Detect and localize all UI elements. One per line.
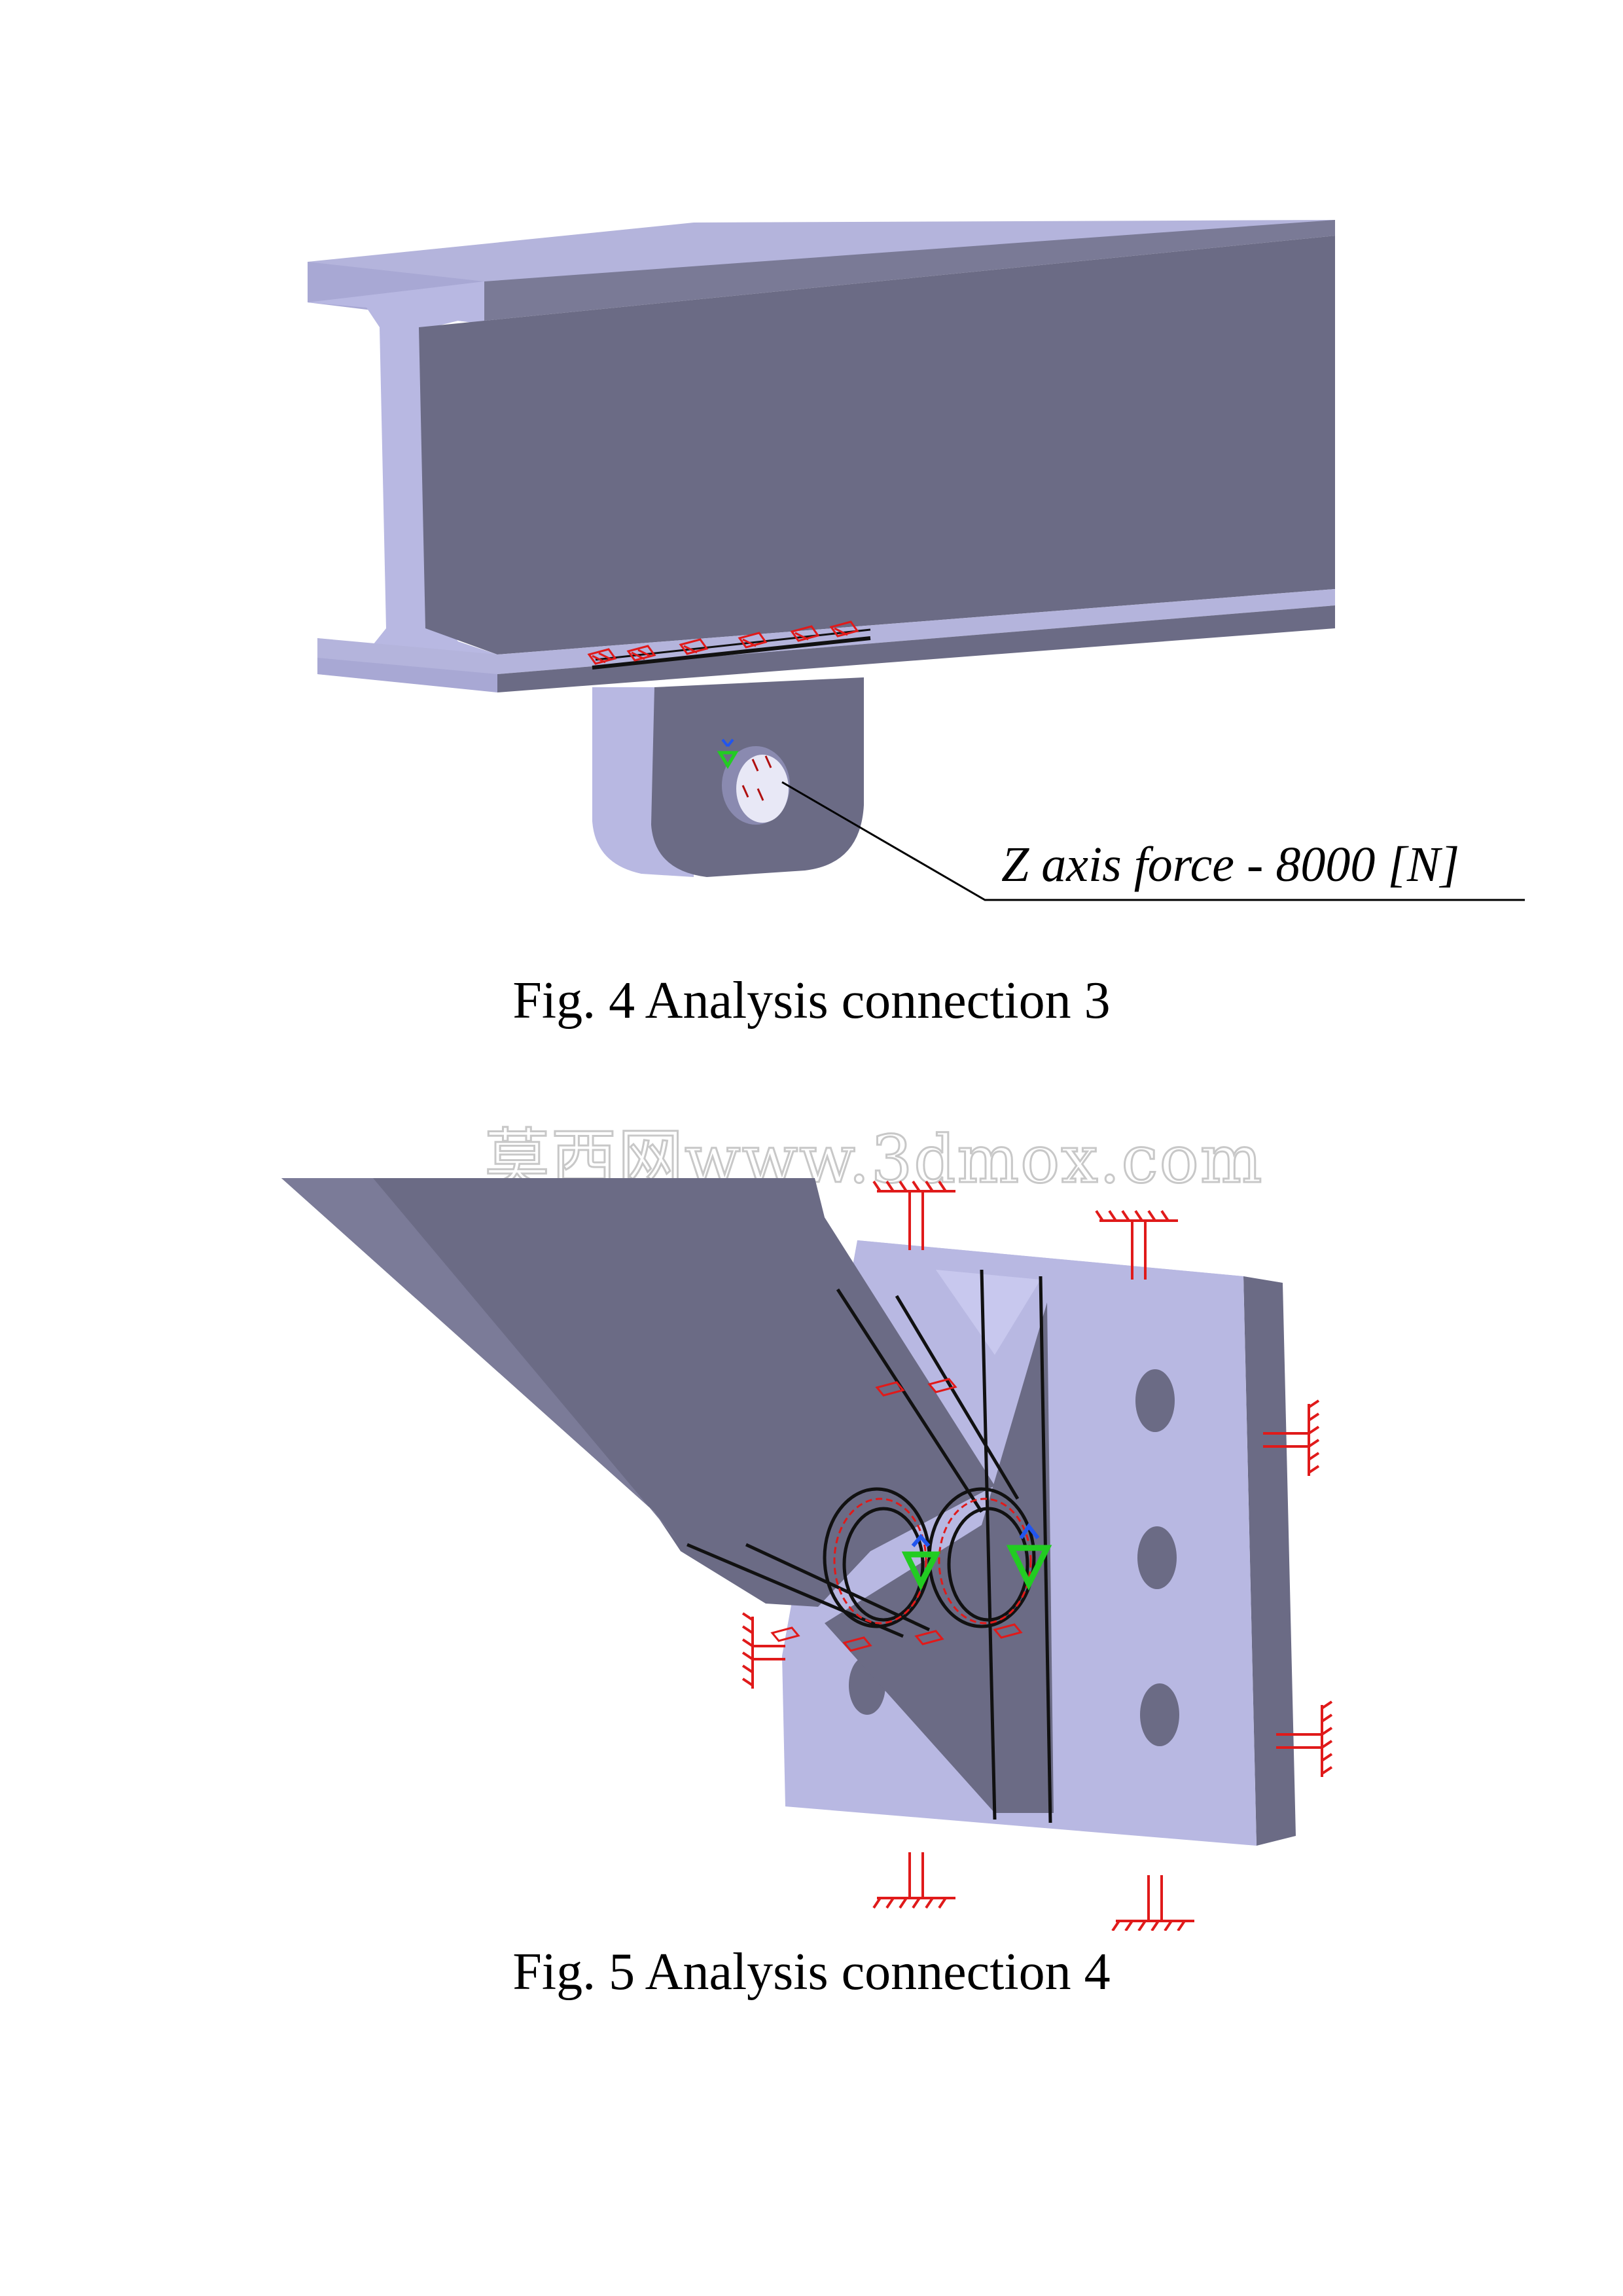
weld-line: [592, 636, 871, 670]
restraint-symbols: [587, 620, 859, 665]
beam-web: [419, 236, 1335, 655]
i-beam-lug-model: [308, 220, 1525, 901]
figure-4-illustration: Z axis force - 8000 [N]: [0, 0, 1623, 969]
bolt-hole: [1135, 1369, 1175, 1432]
annotation-leader: [781, 781, 1525, 901]
force-annotation: Z axis force - 8000 [N]: [1001, 837, 1460, 892]
bracket-plate-model: [281, 1178, 1333, 1932]
base-plate-side: [1243, 1276, 1296, 1846]
bolt-hole: [1140, 1683, 1179, 1746]
figure-4-caption: Fig. 4 Analysis connection 3: [512, 972, 1111, 1030]
figure-5-caption: Fig. 5 Analysis connection 4: [512, 1943, 1111, 2001]
load-markers: [901, 1545, 1052, 1591]
force-markers: [717, 738, 772, 801]
beam-end-section: [308, 281, 497, 691]
bolt-hole: [1137, 1526, 1177, 1589]
lug-hole: [736, 755, 789, 823]
figure-5-illustration: [0, 1080, 1623, 1932]
ground-restraints: [741, 1180, 1333, 1932]
beam-bottom-flange: [317, 589, 1335, 674]
pin-rings: [823, 1487, 1036, 1628]
